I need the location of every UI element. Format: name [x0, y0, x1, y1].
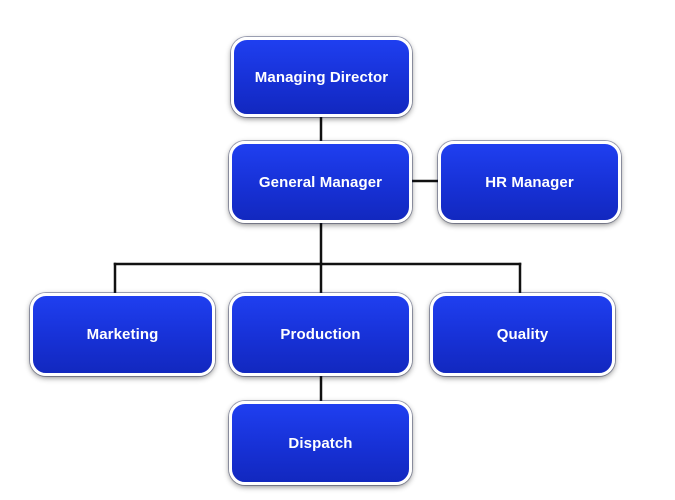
node-managing-director: Managing Director [231, 37, 412, 117]
node-label: Quality [496, 326, 549, 343]
node-label: HR Manager [485, 173, 574, 191]
node-production: Production [229, 293, 412, 376]
node-label: Marketing [86, 326, 159, 343]
node-label: Managing Director [254, 68, 389, 86]
node-label: Dispatch [288, 434, 353, 452]
node-quality: Quality [430, 293, 615, 376]
node-label: General Manager [258, 173, 383, 191]
node-hr-manager: HR Manager [438, 141, 621, 223]
node-dispatch: Dispatch [229, 401, 412, 485]
node-general-manager: General Manager [229, 141, 412, 223]
node-marketing: Marketing [30, 293, 215, 376]
node-label: Production [280, 326, 361, 343]
